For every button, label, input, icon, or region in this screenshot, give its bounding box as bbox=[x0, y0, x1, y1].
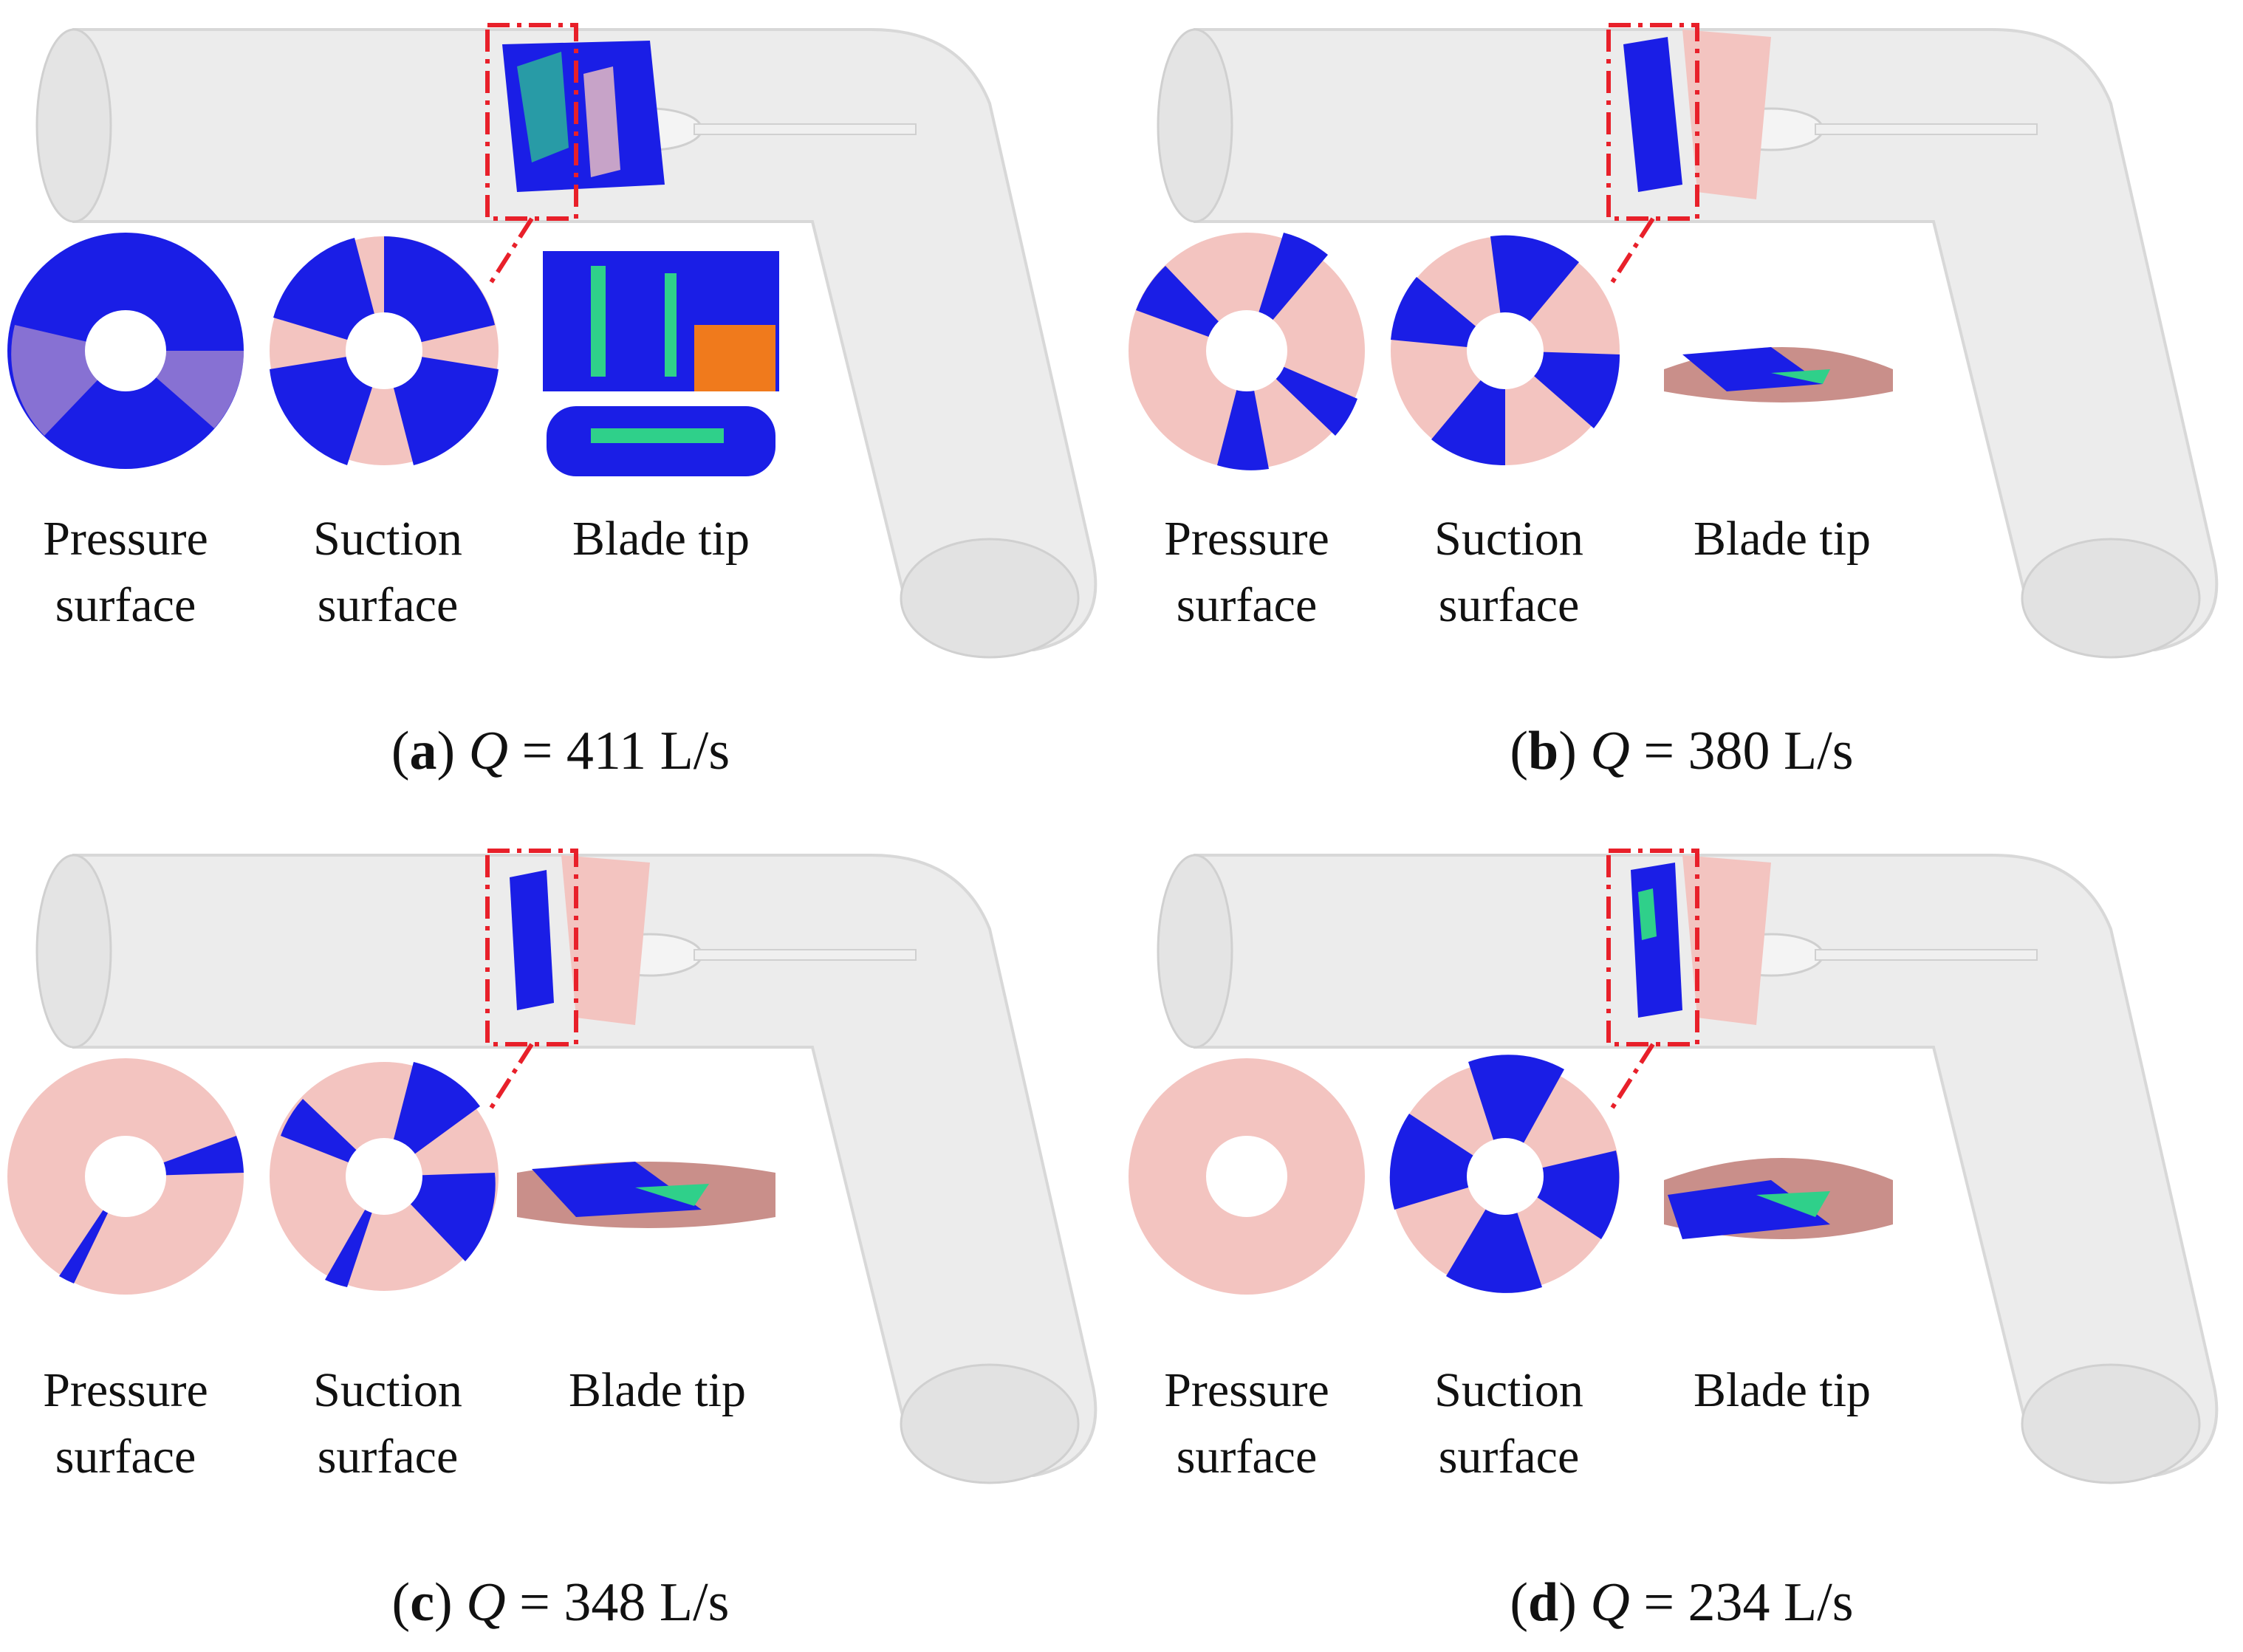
pressure-surface-label: Pressure surface bbox=[1121, 1357, 1372, 1490]
impeller-blade bbox=[1623, 37, 1682, 192]
pump-illustration-a bbox=[7, 23, 1097, 659]
flow-value: = 234 L/s bbox=[1643, 1572, 1854, 1633]
label-line: Suction bbox=[313, 1363, 462, 1417]
panel-letter: b bbox=[1528, 721, 1559, 781]
label-line: Blade tip bbox=[1693, 1363, 1872, 1417]
pressure-surface-label: Pressure surface bbox=[0, 1357, 251, 1490]
flow-symbol: Q bbox=[466, 1572, 506, 1633]
blade-tip-label: Blade tip bbox=[1657, 1357, 1908, 1424]
label-line: surface bbox=[1438, 1430, 1580, 1484]
suction-surface-view bbox=[270, 1062, 499, 1291]
pipe-outlet bbox=[900, 538, 1080, 659]
flow-symbol: Q bbox=[1590, 1572, 1630, 1633]
label-line: Blade tip bbox=[568, 1363, 747, 1417]
zoom-leader bbox=[1606, 217, 1655, 289]
suction-surface-label: Suction surface bbox=[1383, 506, 1634, 639]
blade-tip-label: Blade tip bbox=[532, 1357, 783, 1424]
panel-caption: (a) Q = 411 L/s bbox=[391, 721, 730, 781]
blade-tip-view bbox=[1664, 347, 1893, 402]
pipe-outlet bbox=[2021, 1363, 2201, 1484]
blade-tip-label: Blade tip bbox=[535, 506, 787, 572]
pipe-outlet bbox=[900, 1363, 1080, 1484]
impeller-blade bbox=[517, 52, 569, 162]
panel-caption: (c) Q = 348 L/s bbox=[391, 1572, 730, 1633]
panel-letter: d bbox=[1528, 1572, 1559, 1633]
label-line: surface bbox=[317, 578, 459, 632]
flow-value: = 380 L/s bbox=[1643, 721, 1854, 781]
impeller-blade bbox=[1631, 863, 1682, 1018]
impeller-blade bbox=[1682, 30, 1771, 199]
label-line: Blade tip bbox=[572, 512, 750, 566]
label-line: Pressure bbox=[1164, 1363, 1329, 1417]
pressure-surface-view bbox=[7, 1058, 244, 1295]
suction-surface-view bbox=[1389, 1055, 1620, 1293]
zoom-leader bbox=[1606, 1043, 1655, 1115]
pump-illustration-c bbox=[7, 849, 1097, 1484]
pressure-surface-view bbox=[7, 233, 244, 469]
impeller-blade bbox=[1638, 888, 1657, 940]
label-line: Pressure bbox=[43, 512, 208, 566]
label-line: Pressure bbox=[43, 1363, 208, 1417]
suction-surface-label: Suction surface bbox=[1383, 1357, 1634, 1490]
pump-illustration-b bbox=[1129, 23, 2219, 659]
impeller-blade bbox=[583, 66, 620, 177]
flow-value: = 411 L/s bbox=[521, 721, 730, 781]
pipe-inlet bbox=[1157, 28, 1233, 223]
suction-surface-label: Suction surface bbox=[262, 506, 513, 639]
label-line: surface bbox=[1176, 578, 1318, 632]
label-line: surface bbox=[1176, 1430, 1318, 1484]
flow-symbol: Q bbox=[1590, 721, 1630, 781]
suction-surface-view bbox=[1391, 235, 1620, 466]
pipe-outlet bbox=[2021, 538, 2201, 659]
panel-c: Pressure surface Suction surface Blade t… bbox=[0, 826, 1121, 1651]
label-line: Suction bbox=[1434, 512, 1583, 566]
label-line: surface bbox=[55, 1430, 196, 1484]
panel-b: Pressure surface Suction surface Blade t… bbox=[1121, 0, 2242, 826]
label-line: surface bbox=[55, 578, 196, 632]
label-line: Blade tip bbox=[1693, 512, 1872, 566]
zoom-leader bbox=[485, 1043, 534, 1115]
pressure-surface-view bbox=[1129, 1058, 1365, 1295]
suction-surface-view bbox=[270, 236, 499, 465]
pipe-inlet bbox=[35, 28, 112, 223]
blade-tip-label: Blade tip bbox=[1657, 506, 1908, 572]
impeller-blade bbox=[1682, 855, 1771, 1025]
shaft bbox=[694, 949, 917, 961]
pressure-surface-label: Pressure surface bbox=[1121, 506, 1372, 639]
suction-surface-label: Suction surface bbox=[262, 1357, 513, 1490]
pipe-inlet bbox=[35, 854, 112, 1049]
panel-letter: c bbox=[410, 1572, 435, 1633]
impeller-blade bbox=[561, 855, 650, 1025]
panel-a: Pressure surface Suction surface Blade t… bbox=[0, 0, 1121, 826]
panel-caption: (d) Q = 234 L/s bbox=[1510, 1572, 1854, 1633]
zoom-box bbox=[1606, 849, 1699, 1046]
zoom-box bbox=[485, 23, 578, 221]
panel-caption: (b) Q = 380 L/s bbox=[1510, 721, 1854, 781]
label-line: Suction bbox=[1434, 1363, 1583, 1417]
blade-tip-view bbox=[517, 1162, 775, 1228]
zoom-box bbox=[1606, 23, 1699, 221]
panel-letter: a bbox=[409, 721, 437, 781]
panel-d: Pressure surface Suction surface Blade t… bbox=[1121, 826, 2242, 1651]
flow-value: = 348 L/s bbox=[519, 1572, 730, 1633]
zoom-leader bbox=[485, 217, 534, 289]
label-line: surface bbox=[317, 1430, 459, 1484]
flow-symbol: Q bbox=[468, 721, 509, 781]
pressure-surface-label: Pressure surface bbox=[0, 506, 251, 639]
shaft bbox=[694, 123, 917, 135]
label-line: Suction bbox=[313, 512, 462, 566]
label-line: surface bbox=[1438, 578, 1580, 632]
pipe-inlet bbox=[1157, 854, 1233, 1049]
pump-illustration-d bbox=[1129, 849, 2219, 1484]
shaft bbox=[1815, 949, 2038, 961]
blade-tip-view bbox=[543, 251, 779, 476]
pressure-surface-view bbox=[1129, 233, 1365, 470]
label-line: Pressure bbox=[1164, 512, 1329, 566]
shaft bbox=[1815, 123, 2038, 135]
blade-tip-view bbox=[1664, 1158, 1893, 1239]
impeller-blade bbox=[510, 870, 554, 1010]
zoom-box bbox=[485, 849, 578, 1046]
